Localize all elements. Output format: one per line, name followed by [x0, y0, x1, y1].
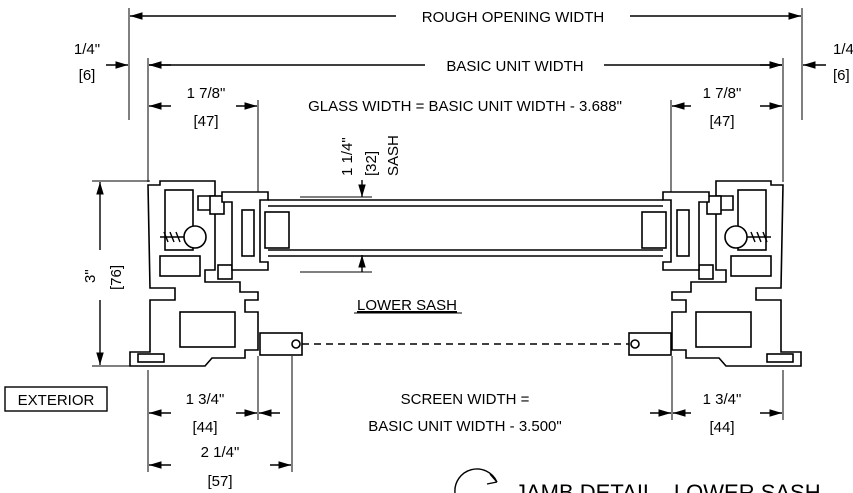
right-weatherstrip-top	[706, 195, 722, 215]
sash-in: 1 1/4"	[339, 137, 356, 176]
right-frame-chamber-c	[695, 311, 752, 348]
left-frame-chamber-b	[159, 255, 201, 277]
left-134-in: 1 3/4"	[186, 391, 225, 408]
sash-mm: [32]	[363, 151, 380, 176]
right-jamb-profile	[641, 180, 802, 367]
frame-height-dimension: 3" [76]	[82, 180, 150, 367]
left-jamb-profile	[129, 180, 290, 367]
rough-opening-label: ROUGH OPENING WIDTH	[422, 9, 605, 26]
detail-callout-icon	[454, 468, 498, 493]
glass-width-label: GLASS WIDTH = BASIC UNIT WIDTH - 3.688"	[308, 98, 622, 115]
basic-unit-dimension: BASIC UNIT WIDTH	[147, 58, 784, 182]
left-screw-icon	[160, 231, 184, 243]
screen	[259, 332, 672, 356]
left-frame-chamber-c	[179, 311, 236, 348]
left-178-mm: [47]	[193, 113, 218, 130]
right-sash-chamber	[676, 209, 690, 257]
height-in: 3"	[82, 269, 99, 283]
bottom-dimensions: 1 3/4" [44] SCREEN WIDTH = BASIC UNIT WI…	[147, 356, 784, 490]
insulated-glass-unit	[268, 199, 663, 257]
rough-opening-dimension: ROUGH OPENING WIDTH	[128, 8, 803, 120]
right-weatherstrip-bottom	[698, 264, 714, 280]
screen-width-line-2: BASIC UNIT WIDTH - 3.500"	[368, 418, 561, 435]
left-glazing-bead	[264, 211, 290, 249]
right-178-in: 1 7/8"	[703, 85, 742, 102]
left-weatherstrip-top	[209, 195, 225, 215]
basic-unit-label: BASIC UNIT WIDTH	[446, 58, 583, 75]
quarter-inch-left-dimension: 1/4" [6]	[74, 41, 171, 84]
left-screw-head-icon	[183, 225, 207, 249]
right-134-mm: [44]	[709, 419, 734, 436]
detail-title-text: JAMB DETAIL - LOWER SASH	[515, 480, 821, 493]
sash-height-dimension: 1 1/4" [32] SASH	[300, 135, 402, 273]
right-glazing-bead	[641, 211, 667, 249]
right-screen-spline	[630, 339, 640, 349]
exterior-box	[4, 386, 108, 412]
quarter-right-in: 1/4	[833, 41, 853, 58]
left-134-mm: [44]	[192, 419, 217, 436]
right-screw-head-icon	[724, 225, 748, 249]
quarter-left-mm: [6]	[79, 67, 96, 84]
glass-width-dimension: 1 7/8" [47] GLASS WIDTH = BASIC UNIT WID…	[149, 85, 782, 200]
right-134-in: 1 3/4"	[703, 391, 742, 408]
quarter-inch-right-dimension: 1/4 [6]	[760, 41, 853, 84]
exterior-label: EXTERIOR	[18, 392, 95, 409]
right-frame-chamber-d	[766, 353, 794, 363]
screen-width-line-1: SCREEN WIDTH =	[401, 391, 530, 408]
right-178-mm: [47]	[709, 113, 734, 130]
exterior-tag: EXTERIOR	[4, 386, 108, 412]
quarter-left-in: 1/4"	[74, 41, 100, 58]
left-sash-chamber	[241, 209, 255, 257]
left-frame-chamber-d	[137, 353, 165, 363]
sash-label: SASH	[385, 135, 402, 176]
detail-title: JAMB DETAIL - LOWER SASH	[454, 468, 821, 493]
left-weatherstrip-bottom	[217, 264, 233, 280]
height-mm: [76]	[108, 265, 125, 290]
lower-sash-label: LOWER SASH	[357, 297, 457, 314]
left-screen-spline	[291, 339, 301, 349]
w214-mm: [57]	[207, 473, 232, 490]
right-frame-chamber-b	[730, 255, 772, 277]
w214-in: 2 1/4"	[201, 444, 240, 461]
quarter-right-mm: [6]	[833, 67, 850, 84]
left-178-in: 1 7/8"	[187, 85, 226, 102]
right-screw-icon	[747, 231, 771, 243]
